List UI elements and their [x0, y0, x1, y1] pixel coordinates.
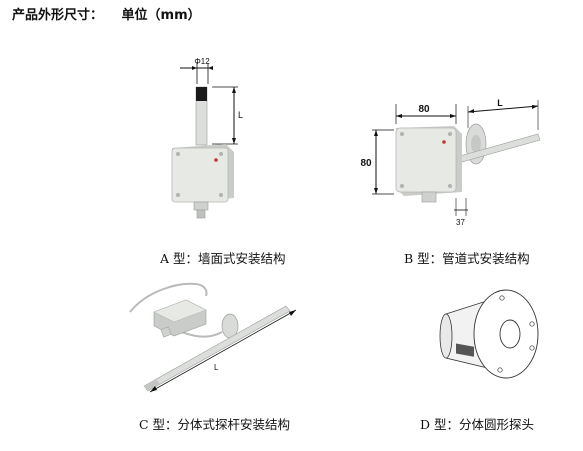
caption-c: C 型：分体式探杆安装结构 [139, 417, 291, 432]
unit-label: 单位（mm） [121, 8, 201, 23]
dim-length-label: L [238, 110, 243, 120]
dim-length-label-b: L [497, 98, 503, 108]
dim-length-label-c: L [214, 363, 219, 372]
section-title: 产品外形尺寸： [12, 8, 104, 23]
section-header: 产品外形尺寸： 单位（mm） [12, 4, 201, 24]
dim-width-label: 80 [418, 104, 430, 115]
caption-b: B 型：管道式安装结构 [404, 251, 530, 266]
dim-depth-label: 37 [456, 218, 465, 227]
dim-diameter-label: Φ12 [194, 57, 210, 66]
figure-a-wall-mount: Φ12 L [171, 57, 243, 219]
caption-d: D 型：分体圆形探头 [420, 417, 534, 432]
figure-b-duct-mount: 80 80 L 37 [360, 98, 541, 227]
caption-a: A 型：墙面式安装结构 [160, 251, 286, 266]
figure-c-split-probe: L [129, 282, 297, 393]
figure-d-round-probe [439, 289, 539, 379]
dim-height-label: 80 [360, 158, 372, 169]
